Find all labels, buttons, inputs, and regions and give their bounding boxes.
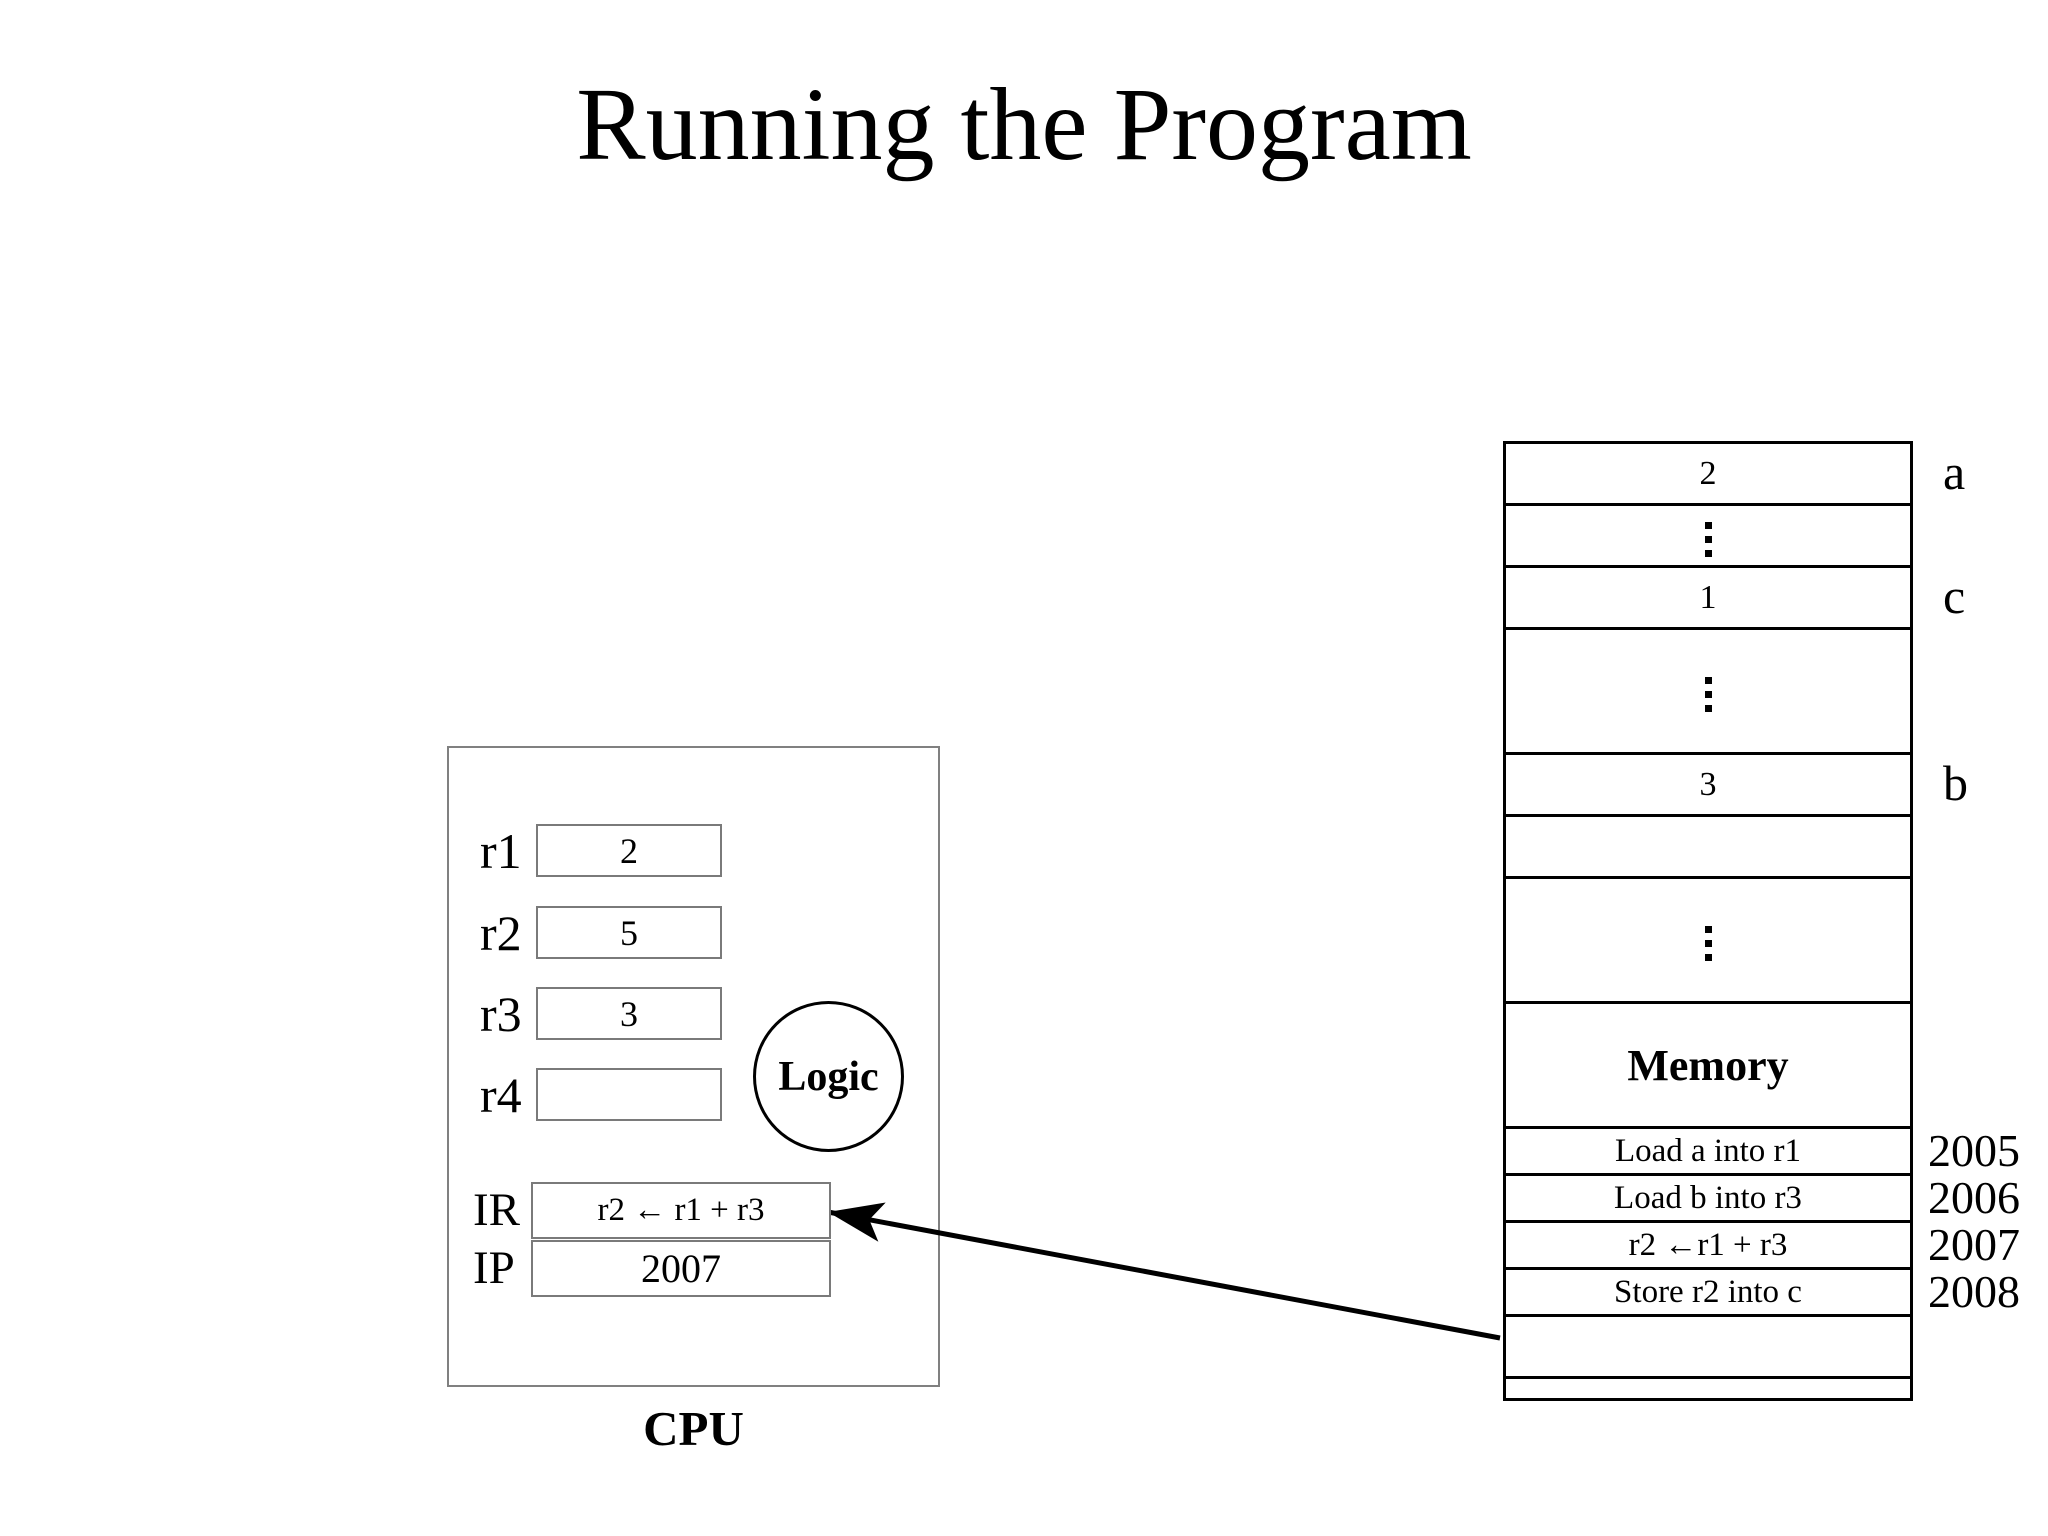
memory-address-label: 2007 bbox=[1928, 1218, 2020, 1270]
memory-row: Load b into r3 bbox=[1506, 1176, 1910, 1223]
logic-unit-label: Logic bbox=[778, 1053, 879, 1100]
register-label-r2: r2 bbox=[480, 904, 522, 961]
memory-row: Store r2 into c bbox=[1506, 1270, 1910, 1317]
memory-row: Load a into r1 bbox=[1506, 1129, 1910, 1176]
memory-row bbox=[1506, 1379, 1910, 1401]
register-value-r3[interactable]: 3 bbox=[536, 987, 722, 1040]
memory-variable-label: a bbox=[1943, 444, 1966, 500]
register-value-r2[interactable]: 5 bbox=[536, 906, 722, 959]
vertical-ellipsis-icon bbox=[1704, 515, 1712, 557]
cpu-caption: CPU bbox=[643, 1401, 744, 1456]
instruction-pointer-label: IP bbox=[473, 1242, 515, 1294]
vertical-ellipsis-icon bbox=[1704, 670, 1712, 712]
memory-address-label: 2005 bbox=[1928, 1124, 2020, 1176]
memory-cell-value: 2 bbox=[1699, 454, 1717, 492]
memory-row: 1 bbox=[1506, 568, 1910, 630]
register-label-r4: r4 bbox=[480, 1066, 522, 1123]
memory-row: r2 ←r1 + r3 bbox=[1506, 1223, 1910, 1270]
memory-row bbox=[1506, 879, 1910, 1004]
register-label-r1: r1 bbox=[480, 822, 522, 879]
register-label-r3: r3 bbox=[480, 985, 522, 1042]
instruction-pointer-row: IP 2007 bbox=[465, 1240, 831, 1297]
memory-variable-label: b bbox=[1943, 755, 1968, 811]
instruction-pointer-value[interactable]: 2007 bbox=[531, 1240, 831, 1297]
page-title: Running the Program bbox=[576, 67, 1472, 182]
register-row-r4: r4 bbox=[472, 1068, 722, 1121]
register-row-r3: r3 3 bbox=[472, 987, 722, 1040]
memory-row bbox=[1506, 506, 1910, 568]
memory-row: 3 bbox=[1506, 755, 1910, 817]
register-row-r2: r2 5 bbox=[472, 906, 722, 959]
memory-row bbox=[1506, 1317, 1910, 1379]
logic-unit: Logic bbox=[753, 1001, 904, 1152]
register-value-r4[interactable] bbox=[536, 1068, 722, 1121]
memory-row bbox=[1506, 817, 1910, 879]
register-value-r1[interactable]: 2 bbox=[536, 824, 722, 877]
instruction-register-value[interactable]: r2 ← r1 + r3 bbox=[531, 1182, 831, 1239]
memory-row bbox=[1506, 630, 1910, 755]
memory-cell-value: 1 bbox=[1699, 578, 1717, 616]
memory-cell-value: r2 ←r1 + r3 bbox=[1628, 1226, 1788, 1263]
memory-variable-label: c bbox=[1943, 568, 1966, 624]
memory-cell-value: Memory bbox=[1627, 1040, 1789, 1090]
memory-cell-value: 3 bbox=[1699, 765, 1717, 803]
register-row-r1: r1 2 bbox=[472, 824, 722, 877]
vertical-ellipsis-icon bbox=[1704, 919, 1712, 961]
memory-row: Memory bbox=[1506, 1004, 1910, 1129]
memory-cell-value: Load a into r1 bbox=[1614, 1132, 1802, 1169]
memory-cell-value: Store r2 into c bbox=[1614, 1273, 1802, 1310]
memory-cell-value: Load b into r3 bbox=[1614, 1179, 1802, 1216]
memory-address-label: 2008 bbox=[1928, 1265, 2020, 1317]
memory-row: 2 bbox=[1506, 444, 1910, 506]
memory-address-label: 2006 bbox=[1928, 1171, 2020, 1223]
instruction-register-row: IR r2 ← r1 + r3 bbox=[465, 1182, 831, 1239]
instruction-register-label: IR bbox=[473, 1184, 520, 1236]
